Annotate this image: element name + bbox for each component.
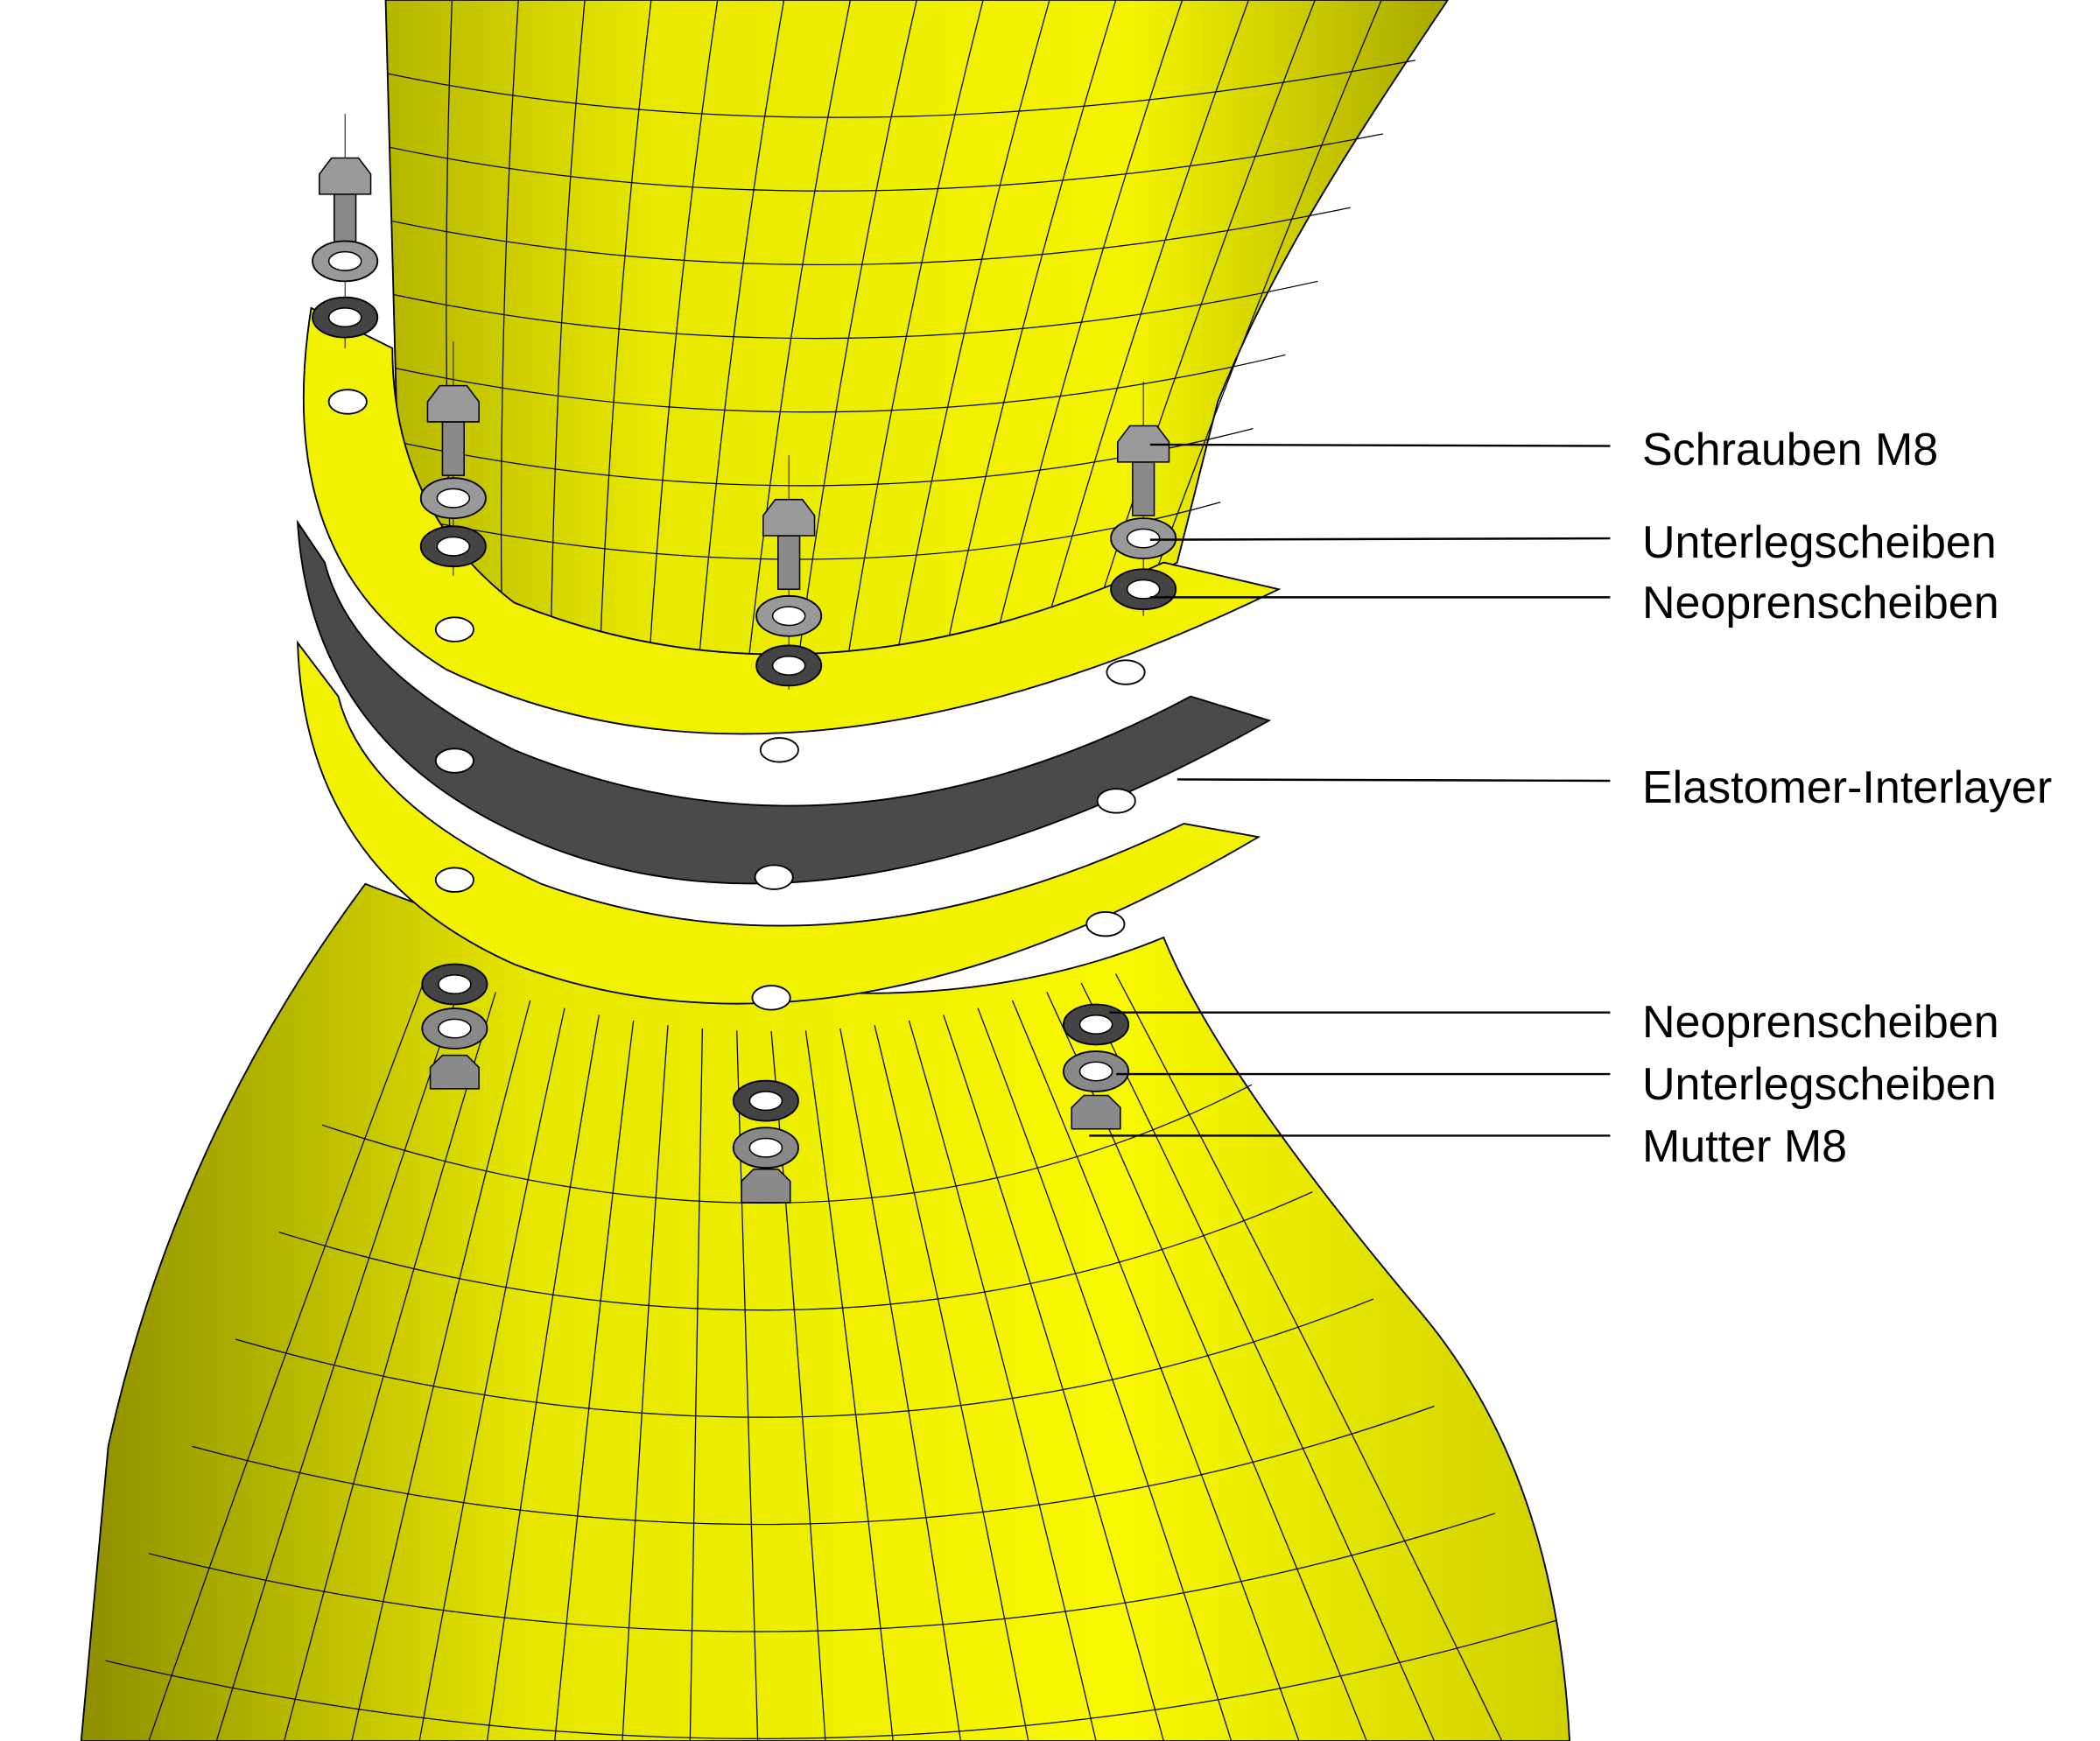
mesh-line — [148, 1513, 1496, 1632]
washer-hole — [327, 307, 362, 328]
mesh-line — [977, 1007, 1233, 1741]
bolt-hole — [1096, 788, 1136, 814]
label-mutter: Mutter M8 — [1642, 1121, 1848, 1172]
mesh-line — [393, 280, 1318, 340]
washer-hole — [327, 250, 362, 271]
label-elastomer-interlayer: Elastomer-Interlayer — [1642, 762, 2053, 813]
leader-line — [1176, 778, 1611, 783]
bolt-head-icon — [426, 384, 480, 423]
leader-lines — [1089, 443, 1611, 1137]
mesh-line — [235, 1298, 1374, 1418]
mesh-line — [321, 1084, 1253, 1204]
mesh-line — [935, 0, 1117, 697]
mesh-line — [550, 0, 586, 675]
bolt-head-icon — [319, 157, 372, 195]
bolt-shank — [777, 535, 801, 590]
mesh-line — [689, 1028, 704, 1741]
nut-icon — [741, 1168, 791, 1204]
label-schrauben: Schrauben M8 — [1642, 425, 1939, 475]
mesh-line — [770, 1031, 826, 1741]
mesh-line — [396, 354, 1286, 413]
mesh-line — [418, 1007, 565, 1741]
mesh-line — [105, 1619, 1556, 1739]
mesh-line — [391, 207, 1351, 266]
bolt-head-icon — [762, 498, 816, 537]
mesh-line — [694, 0, 785, 704]
bolt-hole — [434, 867, 474, 893]
mesh-line — [887, 0, 1050, 705]
washer-hole — [1126, 579, 1161, 600]
mesh-line — [908, 1020, 1097, 1741]
bolt-hole — [759, 737, 799, 763]
washer-hole — [748, 1091, 783, 1112]
mesh-line — [839, 1028, 962, 1741]
washer-hole — [436, 488, 471, 509]
mesh-line — [387, 60, 1415, 118]
washer-hole — [1078, 1061, 1113, 1082]
mesh-line — [390, 133, 1383, 192]
leader-line — [1149, 443, 1611, 447]
mesh-line — [215, 982, 462, 1741]
bolt-hole — [327, 389, 368, 415]
mesh-line — [351, 1000, 531, 1741]
upper-shell — [384, 0, 1450, 677]
bolt-hole — [754, 864, 794, 890]
bolt-hole — [1106, 659, 1146, 685]
mesh-line — [1046, 992, 1367, 1741]
mesh-line — [1080, 0, 1316, 661]
washer-hole — [1126, 528, 1161, 549]
bolt-shank — [1132, 461, 1155, 516]
mesh-grid — [105, 0, 1556, 1741]
mesh-line — [148, 973, 428, 1741]
mesh-line — [1080, 982, 1436, 1741]
mesh-line — [742, 0, 852, 709]
mesh-line — [804, 1030, 894, 1741]
label-unterlegscheiben-bottom: Unterlegscheiben — [1642, 1059, 1997, 1110]
mesh-line — [1011, 1000, 1300, 1741]
mesh-line — [278, 1191, 1313, 1311]
washer-hole — [438, 974, 472, 995]
washer-hole — [1078, 1014, 1113, 1035]
bolt-hole — [751, 985, 791, 1011]
nut-icon — [429, 1054, 480, 1090]
mesh-line — [839, 0, 984, 709]
mesh-line — [874, 1025, 1029, 1741]
washer-hole — [436, 536, 471, 557]
mesh-line — [1114, 973, 1503, 1741]
bolt-hole — [434, 616, 474, 642]
washer-hole — [771, 655, 806, 676]
bolt-shank — [334, 193, 357, 249]
label-neoprenscheiben-bottom: Neoprenscheiben — [1642, 997, 1999, 1048]
nut-icon — [1071, 1094, 1121, 1130]
mesh-line — [598, 0, 652, 687]
mesh-line — [284, 992, 496, 1741]
bolt-hole — [1085, 911, 1126, 937]
mesh-line — [983, 0, 1183, 687]
bolt-hole — [434, 748, 474, 774]
leader-line — [1149, 537, 1611, 541]
fasteners — [312, 114, 1177, 1204]
mesh-line — [399, 502, 1221, 560]
mesh-line — [486, 1014, 600, 1741]
washer-hole — [771, 606, 806, 627]
mesh-line — [646, 0, 719, 697]
washer-hole — [438, 1018, 472, 1039]
mesh-line — [943, 1014, 1164, 1741]
washer-hole — [748, 1137, 783, 1158]
label-neoprenscheiben-top: Neoprenscheiben — [1642, 578, 1999, 628]
mesh-line — [192, 1405, 1435, 1526]
elastomer-interlayer — [296, 519, 1272, 885]
bolt-head-icon — [1117, 425, 1170, 463]
lower-flange — [297, 640, 1261, 1005]
bolt-shank — [441, 421, 465, 476]
label-unterlegscheiben-top: Unterlegscheiben — [1642, 517, 1997, 568]
mesh-line — [554, 1020, 635, 1741]
upper-flange — [302, 306, 1282, 735]
mesh-line — [1032, 0, 1250, 675]
lower-shell — [80, 882, 1570, 1741]
bolt-holes — [327, 389, 1146, 1011]
